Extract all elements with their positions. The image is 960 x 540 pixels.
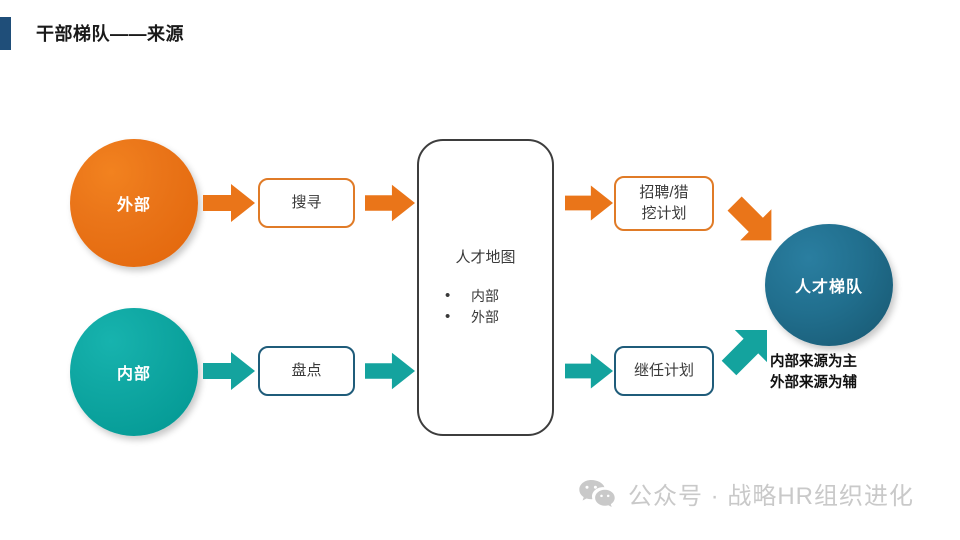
watermark-text: 公众号 · 战略HR组织进化 [628,483,914,510]
arrow-recruit-to-result [727,196,772,241]
talent-map-title: 人才地图 [455,249,516,266]
result-caption: 内部来源为主 外部来源为辅 [770,352,857,394]
result-caption-line1: 内部来源为主 [770,354,857,370]
arrow-succession-to-result [721,330,767,376]
arrow-map-to-succession-plan [565,353,613,389]
wechat-icon [579,479,615,507]
page-title: 干部梯队——来源 [36,24,184,44]
step-box-search-label: 搜寻 [291,193,322,211]
list-item: 外部 [445,306,499,329]
arrow-map-to-recruit-plan [565,185,613,221]
talent-map-list: 内部 外部 [445,285,499,329]
watermark: 公众号 · 战略HR组织进化 [578,476,914,511]
result-circle-label: 人才梯队 [794,279,863,296]
title-accent-bar [0,17,11,50]
plan-box-recruit-line1: 招聘/猎 [639,184,689,202]
plan-box-succession-label: 继任计划 [633,361,694,379]
arrow-internal-to-stocktake [203,352,255,390]
source-circle-external-label: 外部 [116,197,151,214]
plan-box-succession[interactable]: 继任计划 [614,346,714,396]
plan-box-recruit-line2: 挖计划 [641,204,687,222]
step-box-stocktake[interactable]: 盘点 [258,346,355,396]
talent-map-panel[interactable]: 人才地图 内部 外部 [417,139,554,436]
step-box-search[interactable]: 搜寻 [258,178,355,228]
source-circle-internal[interactable]: 内部 [70,308,198,436]
result-circle-talent-pipeline[interactable]: 人才梯队 [765,224,893,346]
result-caption-line2: 外部来源为辅 [770,375,857,392]
plan-box-recruit[interactable]: 招聘/猎 挖计划 [614,176,714,231]
source-circle-external[interactable]: 外部 [70,139,198,267]
arrow-stocktake-to-map [365,352,415,390]
step-box-stocktake-label: 盘点 [291,361,322,379]
arrow-search-to-map [365,184,415,222]
list-item: 内部 [445,285,499,308]
source-circle-internal-label: 内部 [116,366,151,383]
arrow-external-to-search [203,184,255,222]
